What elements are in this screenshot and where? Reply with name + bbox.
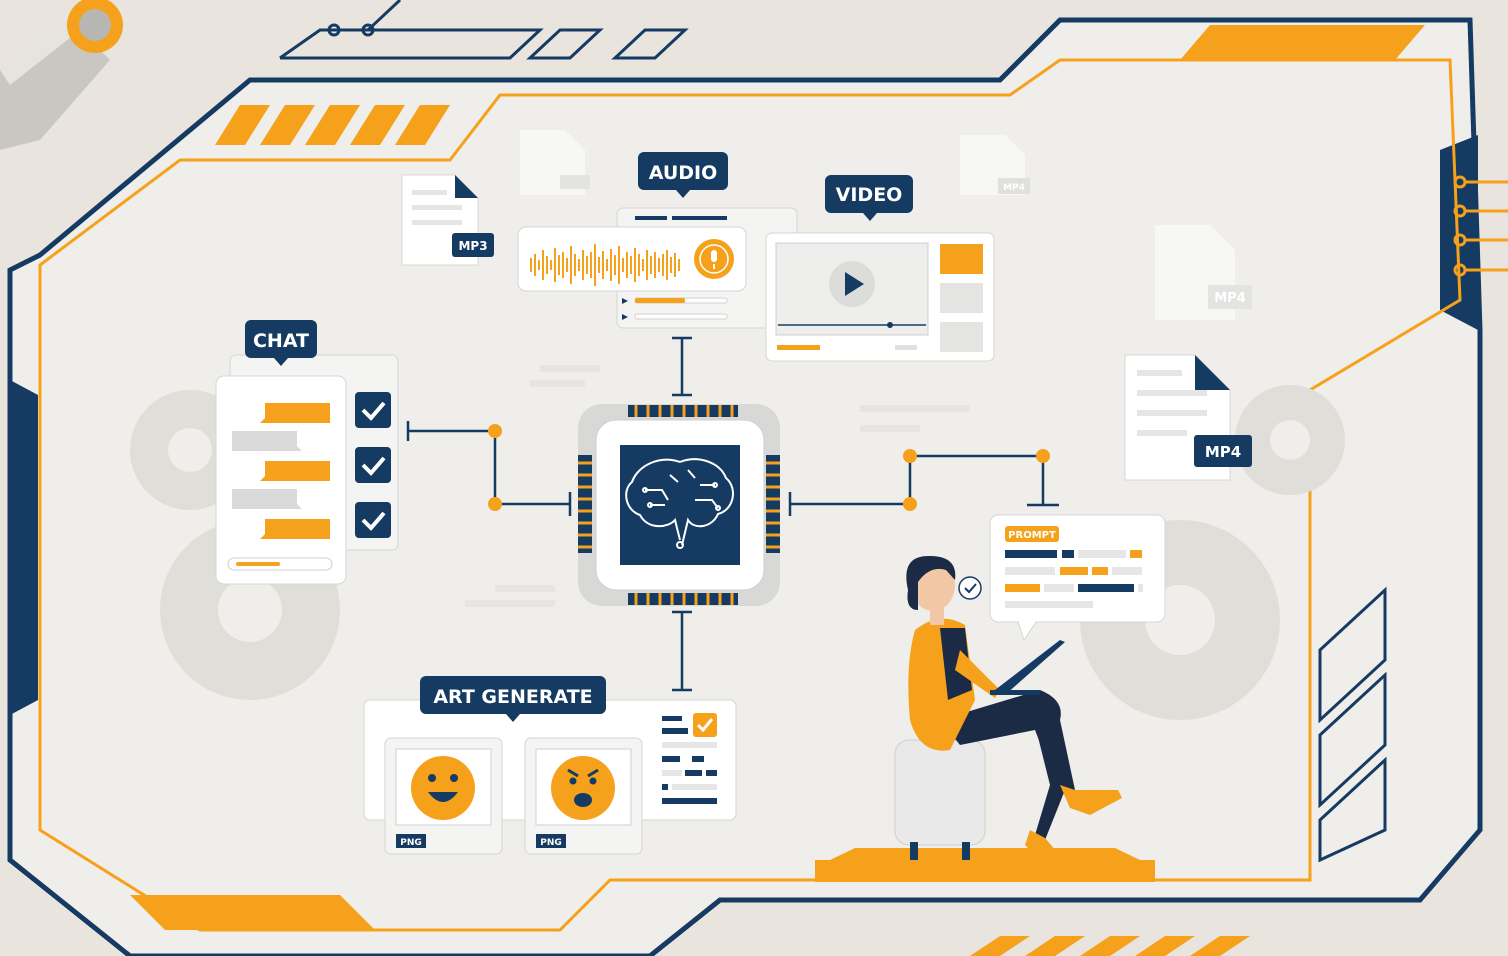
robot-arm-icon bbox=[0, 0, 123, 150]
right-parallelograms bbox=[1318, 586, 1387, 863]
stripe-bottom-left bbox=[130, 895, 375, 930]
top-circuit-lines bbox=[279, 0, 689, 60]
right-pins bbox=[1453, 175, 1508, 277]
art-checklist bbox=[662, 713, 717, 804]
checkmark-icon-2[interactable] bbox=[355, 447, 391, 483]
face-icon bbox=[411, 756, 475, 820]
art-generate-panel: PNG PNG bbox=[363, 699, 737, 855]
video-label-text: VIDEO bbox=[836, 184, 903, 206]
art-label-text: ART GENERATE bbox=[433, 686, 592, 708]
stripe-top-right bbox=[1180, 25, 1425, 60]
ghost-document-2: MP4 bbox=[960, 135, 1030, 195]
file-tag-mp4: MP4 bbox=[1205, 443, 1241, 461]
checkmark-icon-3[interactable] bbox=[355, 502, 391, 538]
chat-label-text: CHAT bbox=[253, 330, 309, 352]
file-tag-mp3: MP3 bbox=[458, 239, 487, 253]
art-card-2: PNG bbox=[524, 737, 643, 855]
art-card-1: PNG bbox=[384, 737, 503, 855]
ghost-tag-mp4-2: MP4 bbox=[1214, 291, 1246, 306]
face-icon-angry bbox=[551, 756, 615, 820]
mp4-document: MP4 bbox=[1124, 354, 1252, 481]
left-navy-slab bbox=[10, 380, 38, 715]
connector-nodes bbox=[488, 424, 1050, 511]
chat-label: CHAT bbox=[245, 320, 317, 366]
stripes-bottom bbox=[970, 936, 1250, 956]
audio-panel bbox=[517, 207, 798, 329]
chat-panel bbox=[215, 354, 399, 585]
ghost-lines bbox=[465, 365, 970, 607]
gear-holes bbox=[168, 420, 1310, 655]
audio-label: AUDIO bbox=[638, 152, 728, 198]
checkmark-icon[interactable] bbox=[355, 392, 391, 428]
prompt-tag-text: PROMPT bbox=[1008, 530, 1056, 541]
file-tag-png-2: PNG bbox=[540, 838, 562, 848]
microphone-icon[interactable] bbox=[694, 239, 734, 279]
ghost-document-1 bbox=[520, 130, 590, 195]
stripes-top-left bbox=[215, 105, 450, 145]
video-panel bbox=[765, 232, 995, 362]
art-generate-label: ART GENERATE bbox=[420, 676, 606, 722]
right-navy-slab bbox=[1440, 135, 1478, 330]
prompt-panel: PROMPT bbox=[989, 514, 1166, 642]
brain-chip-icon bbox=[625, 458, 734, 549]
file-tag-png-1: PNG bbox=[400, 838, 422, 848]
cpu-chip bbox=[578, 404, 780, 606]
ghost-tag-mp4-1: MP4 bbox=[1003, 183, 1025, 193]
play-icon[interactable] bbox=[829, 261, 875, 307]
waveform bbox=[530, 244, 680, 286]
video-label: VIDEO bbox=[825, 175, 913, 221]
ghost-document-3: MP4 bbox=[1155, 225, 1252, 320]
audio-label-text: AUDIO bbox=[649, 162, 718, 184]
mp3-document: MP3 bbox=[401, 174, 494, 266]
woman-with-laptop bbox=[815, 555, 1155, 882]
